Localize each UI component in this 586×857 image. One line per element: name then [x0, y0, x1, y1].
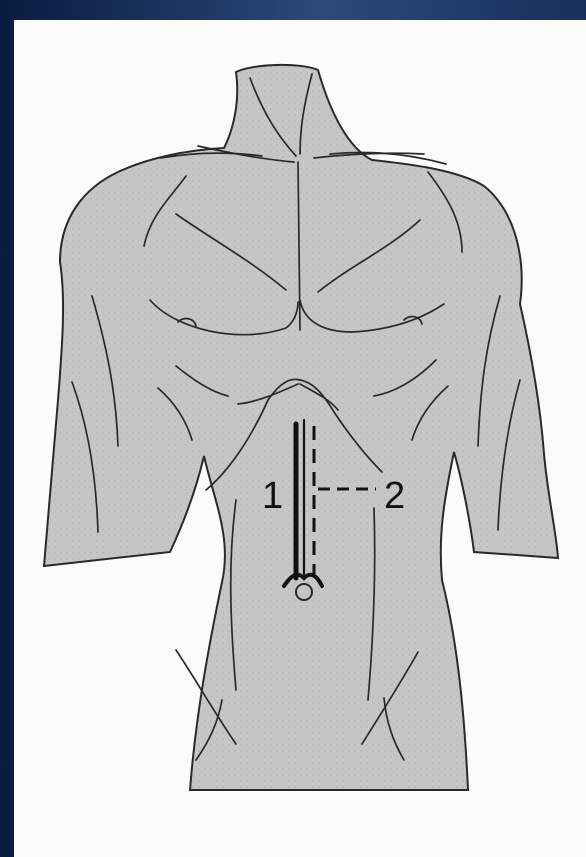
torso-silhouette	[44, 65, 558, 790]
label-1: 1	[262, 475, 283, 517]
label-2: 2	[384, 475, 405, 517]
